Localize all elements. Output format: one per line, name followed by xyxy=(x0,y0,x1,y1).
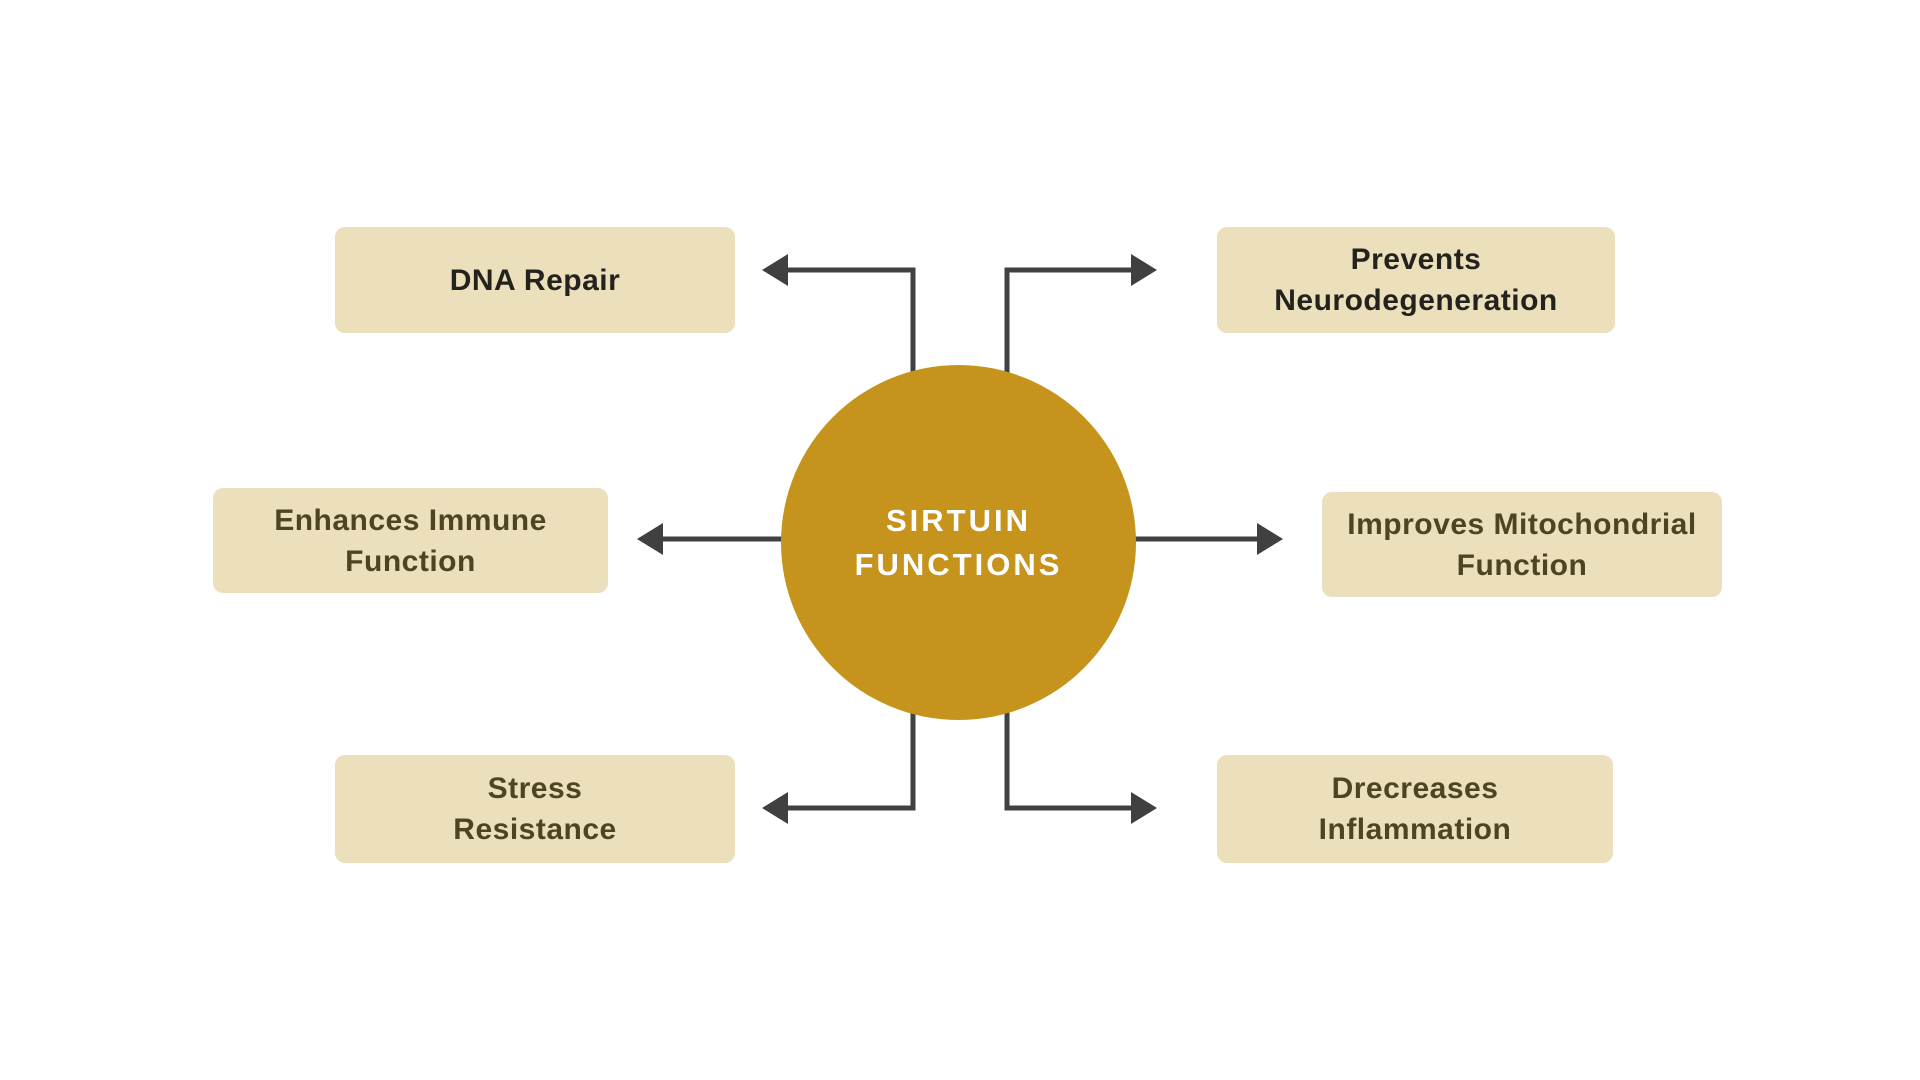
arrowhead-left-icon xyxy=(762,254,788,286)
node-label-line: Stress xyxy=(487,772,583,805)
center-node-label-line1: SIRTUIN xyxy=(886,502,1031,538)
center-node-sirtuin-functions: SIRTUIN FUNCTIONS xyxy=(781,365,1136,720)
node-label-line: Improves Mitochondrial xyxy=(1347,507,1697,541)
node-label-line: Enhances Immune xyxy=(274,503,547,537)
node-label-line: Function xyxy=(345,544,476,578)
node-label-line: Function xyxy=(1456,548,1588,582)
node-label-line: Neurodegeneration xyxy=(1274,284,1558,317)
node-label-line: Prevents xyxy=(1350,243,1482,276)
arrow-top-right xyxy=(1004,254,1157,380)
node-label-line: DNA Repair xyxy=(449,263,621,297)
arrowhead-left-icon xyxy=(762,792,788,824)
arrowhead-right-icon xyxy=(1131,792,1157,824)
node-drecreases-inflammation: Drecreases Inflammation xyxy=(1217,755,1613,863)
node-improves-mitochondrial-function: Improves Mitochondrial Function xyxy=(1322,492,1722,597)
arrow-middle-right xyxy=(1130,523,1283,555)
node-label-line: Drecreases xyxy=(1331,772,1499,805)
arrow-bottom-left xyxy=(762,700,916,824)
node-label-line: Inflammation xyxy=(1318,813,1512,846)
arrow-middle-left xyxy=(637,523,790,555)
node-dna-repair: DNA Repair xyxy=(335,227,735,333)
arrow-top-left xyxy=(762,254,916,380)
node-label-line: Resistance xyxy=(453,813,617,846)
arrow-bottom-right xyxy=(1004,700,1157,824)
node-enhances-immune-function: Enhances Immune Function xyxy=(213,488,608,593)
arrowhead-right-icon xyxy=(1257,523,1283,555)
arrowhead-left-icon xyxy=(637,523,663,555)
center-node-label-line2: FUNCTIONS xyxy=(854,546,1063,582)
arrowhead-right-icon xyxy=(1131,254,1157,286)
node-prevents-neurodegeneration: Prevents Neurodegeneration xyxy=(1217,227,1615,333)
node-stress-resistance: Stress Resistance xyxy=(335,755,735,863)
